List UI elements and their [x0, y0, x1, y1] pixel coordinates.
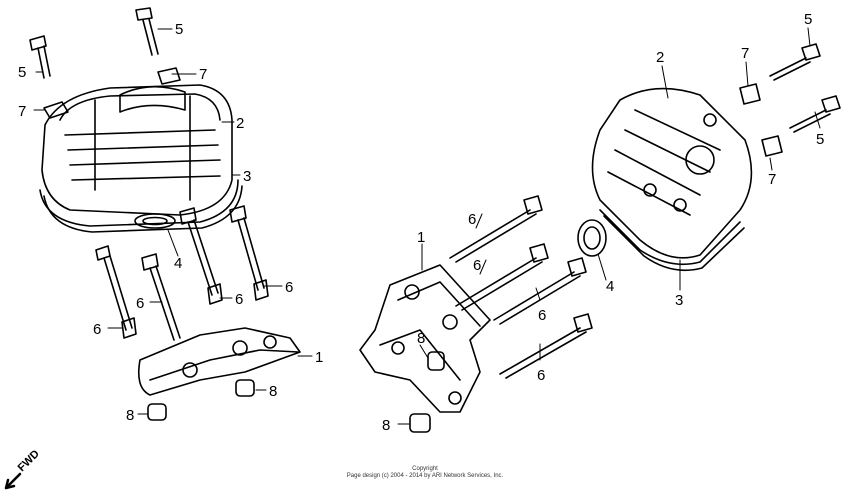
label-5-left-top: 5	[175, 21, 183, 38]
right-dowel-8a	[427, 351, 445, 371]
right-seal-ring	[577, 219, 607, 257]
right-cap-7a	[739, 83, 761, 105]
left-dowel-8a	[147, 403, 167, 421]
left-bolt-5a	[29, 35, 51, 79]
copyright-line-1: Copyright	[412, 466, 438, 472]
left-seal-ring	[134, 213, 176, 229]
right-stud-6a	[449, 195, 543, 263]
right-dowel-8b	[409, 413, 431, 433]
label-6-right-b: 6	[473, 257, 481, 274]
label-1-right: 1	[417, 229, 425, 246]
right-head-cover	[591, 87, 753, 259]
right-bolt-5a	[769, 43, 821, 81]
label-8-right-a: 8	[417, 330, 425, 347]
left-dowel-8b	[235, 379, 255, 397]
left-cap-7a	[43, 101, 69, 119]
label-6-left-a: 6	[93, 321, 101, 338]
right-gasket	[599, 209, 745, 272]
label-3-left: 3	[243, 168, 251, 185]
label-4-right: 4	[606, 278, 614, 295]
label-7-left-top: 7	[199, 66, 207, 83]
left-head-cover	[41, 84, 233, 216]
label-7-right: 7	[768, 171, 776, 188]
label-6-right-a: 6	[468, 211, 476, 228]
left-stud-6d	[229, 205, 269, 301]
left-gasket	[39, 179, 243, 233]
label-2-right: 2	[656, 49, 664, 66]
label-4-left: 4	[174, 255, 182, 272]
label-5-right-top: 5	[804, 11, 812, 28]
label-7-right-top: 7	[741, 45, 749, 62]
label-2-left: 2	[236, 115, 244, 132]
label-8-left-b: 8	[126, 407, 134, 424]
left-cap-7b	[157, 67, 181, 85]
right-bolt-5b	[789, 95, 841, 133]
left-rocker-holder	[137, 327, 301, 396]
left-stud-6a	[95, 245, 137, 339]
right-rocker-holder	[359, 264, 491, 413]
left-stud-6c	[179, 207, 223, 305]
label-8-left-a: 8	[269, 383, 277, 400]
label-7-left: 7	[18, 103, 26, 120]
left-stud-6b	[141, 253, 181, 341]
label-1-left: 1	[315, 349, 323, 366]
label-8-right-b: 8	[382, 417, 390, 434]
label-6-right-d: 6	[537, 367, 545, 384]
copyright-line-2: Page design (c) 2004 - 2014 by ARI Netwo…	[346, 473, 504, 479]
label-3-right: 3	[675, 292, 683, 309]
part-labels: 2 3 5 5 7 7 4 6 6 6 6 1 8 8 2 3 4 5 5 7 …	[16, 11, 825, 474]
label-5-left: 5	[18, 64, 26, 81]
label-6-right-c: 6	[538, 307, 546, 324]
right-cap-7b	[761, 135, 783, 157]
leader-lines	[33, 27, 821, 425]
left-bolt-5b	[135, 7, 159, 56]
fwd-arrow-icon	[4, 472, 22, 490]
label-6-left-d: 6	[285, 279, 293, 296]
label-5-right: 5	[816, 131, 824, 148]
label-6-left-b: 6	[136, 295, 144, 312]
label-6-left-c: 6	[235, 291, 243, 308]
